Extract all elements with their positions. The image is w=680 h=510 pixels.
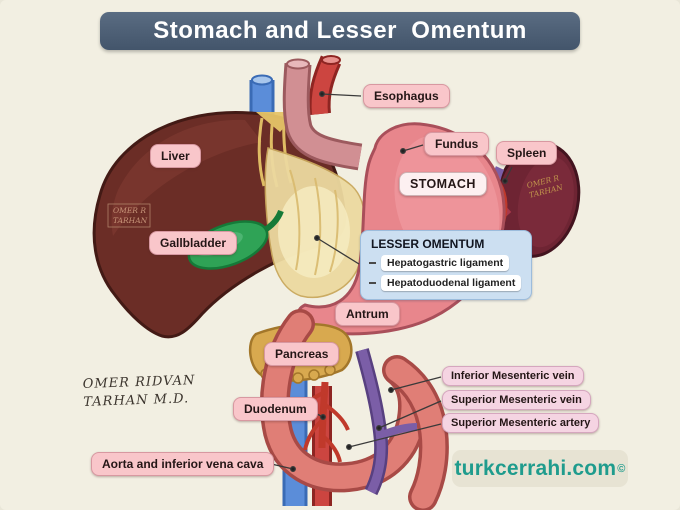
esophagus-tube [282, 58, 363, 171]
copyright-mark: © [617, 462, 626, 475]
label-liver: Liver [150, 144, 201, 168]
label-fundus: Fundus [424, 132, 490, 156]
tick-marker [369, 282, 376, 284]
watermark-text: turkcerrahi.com [454, 456, 617, 480]
tick-marker [369, 262, 376, 264]
artist-signature: OMER RIDVAN TARHAN M.D. [82, 372, 196, 411]
label-hepatoduodenal-ligament: Hepatoduodenal ligament [381, 275, 522, 291]
site-watermark: turkcerrahi.com© [452, 450, 628, 487]
lesser-omentum-title: LESSER OMENTUM [371, 237, 485, 251]
hepatoduodenal-row: Hepatoduodenal ligament [369, 275, 523, 291]
lesser-omentum-panel: LESSER OMENTUM Hepatogastric ligament He… [360, 230, 532, 300]
label-superior-mesenteric-artery: Superior Mesenteric artery [442, 413, 600, 433]
mesenteric-vein-vessel [355, 348, 418, 496]
label-aorta-ivc: Aorta and inferior vena cava [91, 452, 275, 476]
label-hepatogastric-ligament: Hepatogastric ligament [381, 255, 510, 271]
svg-text:OMER R: OMER R [113, 206, 146, 215]
liver-stamp: OMER R TARHAN [107, 203, 151, 228]
label-duodenum: Duodenum [233, 397, 318, 421]
label-stomach: STOMACH [399, 172, 487, 196]
label-spleen: Spleen [496, 141, 558, 165]
leader-lines [266, 91, 513, 472]
label-pancreas: Pancreas [264, 342, 340, 366]
aorta-top-tube [308, 55, 342, 116]
svg-text:TARHAN: TARHAN [113, 216, 148, 225]
lesser-omentum-membrane [264, 147, 367, 299]
label-superior-mesenteric-vein: Superior Mesenteric vein [442, 390, 591, 410]
label-gallbladder: Gallbladder [149, 231, 238, 255]
label-esophagus: Esophagus [363, 84, 450, 108]
hepatogastric-row: Hepatogastric ligament [369, 255, 523, 271]
label-antrum: Antrum [335, 302, 400, 326]
label-inferior-mesenteric-vein: Inferior Mesenteric vein [442, 366, 584, 386]
diagram-title: Stomach and Lesser Omentum [100, 12, 580, 50]
